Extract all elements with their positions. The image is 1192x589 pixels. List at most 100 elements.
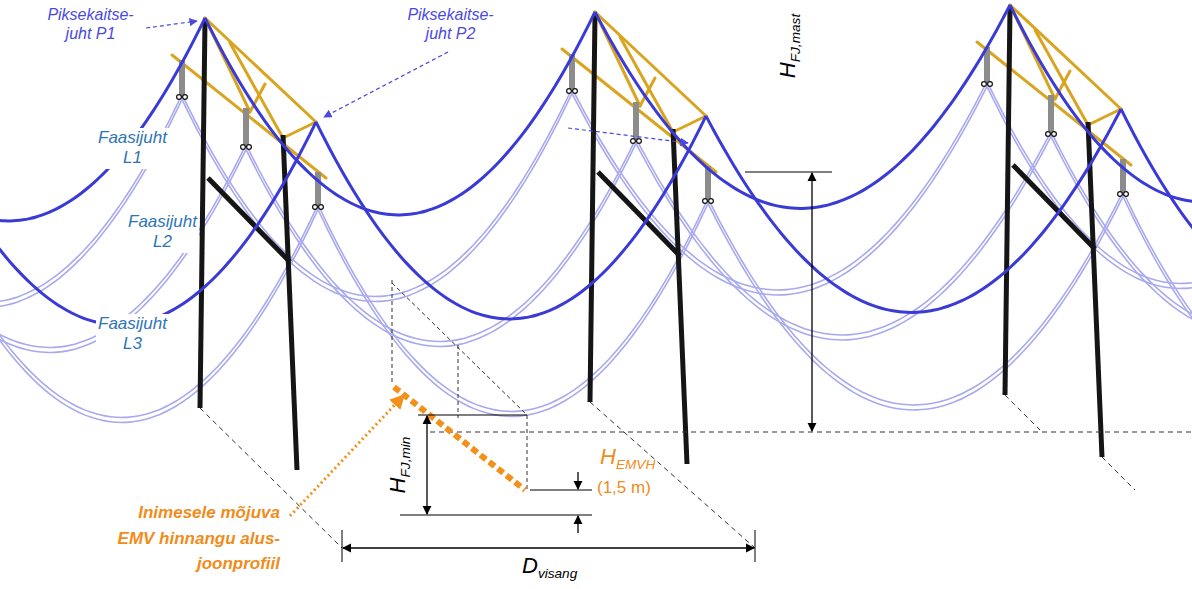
- dimension-tick: [530, 490, 592, 491]
- phase-conductor: [0, 100, 182, 308]
- tower-leg: [200, 20, 205, 408]
- leader-line: [324, 52, 448, 117]
- perspective-line: [200, 408, 342, 548]
- profile-guide: [458, 345, 459, 418]
- profile-guide: [527, 415, 528, 490]
- insulator: [633, 102, 639, 139]
- cross-arm: [620, 37, 673, 132]
- conductor-label: Faasijuht L1: [96, 128, 169, 169]
- dimension-arrow: [426, 416, 427, 514]
- leader-line: [146, 21, 197, 28]
- clamp: [631, 139, 636, 144]
- phase-conductor: [1051, 131, 1192, 334]
- phase-conductor: [1123, 191, 1192, 404]
- tower: [562, 12, 716, 464]
- clamp: [1124, 192, 1129, 197]
- cross-arm: [230, 43, 283, 138]
- dimension-tick: [755, 530, 756, 562]
- shield-wire: [595, 5, 1010, 208]
- phase-conductor: [318, 204, 708, 417]
- phase-conductor: [708, 197, 1123, 410]
- clamp: [982, 82, 987, 87]
- profile-note: Inimesele mõjuva EMV hinnangu alus-joonp…: [108, 500, 280, 577]
- insulator: [1048, 95, 1054, 132]
- conductor-label: Faasijuht L3: [96, 314, 169, 355]
- phase-conductor: [0, 95, 182, 303]
- phase-conductor: [182, 89, 572, 297]
- tower-leg: [590, 14, 595, 402]
- clamp: [247, 145, 252, 150]
- phase-conductor: [636, 137, 1051, 340]
- cross-arm: [1010, 5, 1121, 109]
- perspective-line: [1005, 395, 1040, 430]
- dimension-tick: [418, 415, 527, 416]
- shield-wire: [1010, 0, 1192, 202]
- dimension-label: HEMVH: [600, 446, 655, 472]
- tower-leg: [283, 135, 297, 470]
- clamp: [567, 89, 572, 94]
- wire-label: Piksekaitse- juht P2: [398, 5, 503, 43]
- clamp: [1052, 132, 1057, 137]
- insulator: [315, 172, 321, 205]
- towers: [172, 5, 1131, 470]
- shield-wire: [706, 109, 1121, 312]
- cross-arm: [172, 55, 326, 178]
- phase-conductor: [572, 82, 987, 290]
- cross-arm: [977, 42, 1131, 165]
- phase-conductor: [572, 87, 987, 295]
- clamp: [709, 199, 714, 204]
- dimension-label: HFJ,mast: [777, 12, 803, 80]
- shield-wire: [316, 116, 706, 319]
- dimension-tick: [342, 530, 343, 562]
- shield-wire: [0, 122, 316, 325]
- profile-guide: [392, 283, 527, 415]
- clamp: [703, 199, 708, 204]
- insulator: [243, 108, 249, 145]
- tower: [977, 5, 1131, 457]
- phase-conductor: [246, 144, 636, 347]
- phase-conductor: [708, 192, 1123, 405]
- dimension-label: HFJ,min: [387, 435, 413, 496]
- tower-leg: [1005, 7, 1010, 395]
- dimension-arrow: [577, 516, 578, 533]
- dimension-value: (1,5 m): [597, 478, 651, 498]
- clamp: [183, 95, 188, 100]
- insulator: [1120, 159, 1126, 192]
- perspective-line: [590, 402, 755, 548]
- ground-line: [430, 432, 1192, 433]
- emv-profile-line: [394, 387, 525, 490]
- clamp: [573, 89, 578, 94]
- clamp: [1046, 132, 1051, 137]
- cross-arm: [595, 12, 706, 116]
- dimension-arrow: [811, 173, 812, 431]
- clamp: [241, 145, 246, 150]
- cross-arm: [1035, 30, 1088, 125]
- tower-leg: [1088, 122, 1102, 457]
- clamp: [313, 205, 318, 210]
- dimension-arrow: [343, 547, 754, 548]
- shield-wire: [0, 18, 205, 221]
- leader-line: [568, 128, 688, 143]
- clamp: [177, 95, 182, 100]
- shield-wire: [1121, 103, 1192, 306]
- shield-wire: [205, 12, 595, 215]
- phase-conductor: [318, 199, 708, 412]
- clamp: [637, 139, 642, 144]
- dimension-label: Dvisang: [520, 555, 579, 581]
- shield-wires: [0, 0, 1192, 325]
- clamp: [988, 82, 993, 87]
- clamp: [1118, 192, 1123, 197]
- dimension-arrow: [577, 472, 578, 489]
- perspective-line: [1102, 457, 1135, 490]
- wire-label: Piksekaitse- juht P1: [38, 5, 143, 43]
- dimension-tick: [400, 515, 592, 516]
- profile-guide: [392, 280, 393, 385]
- cross-arm: [205, 18, 316, 122]
- dimension-tick: [745, 172, 832, 173]
- conductor-label: Faasijuht L2: [126, 212, 199, 253]
- phase-conductor: [636, 132, 1051, 335]
- phase-conductor: [182, 94, 572, 302]
- tower-leg: [673, 129, 687, 464]
